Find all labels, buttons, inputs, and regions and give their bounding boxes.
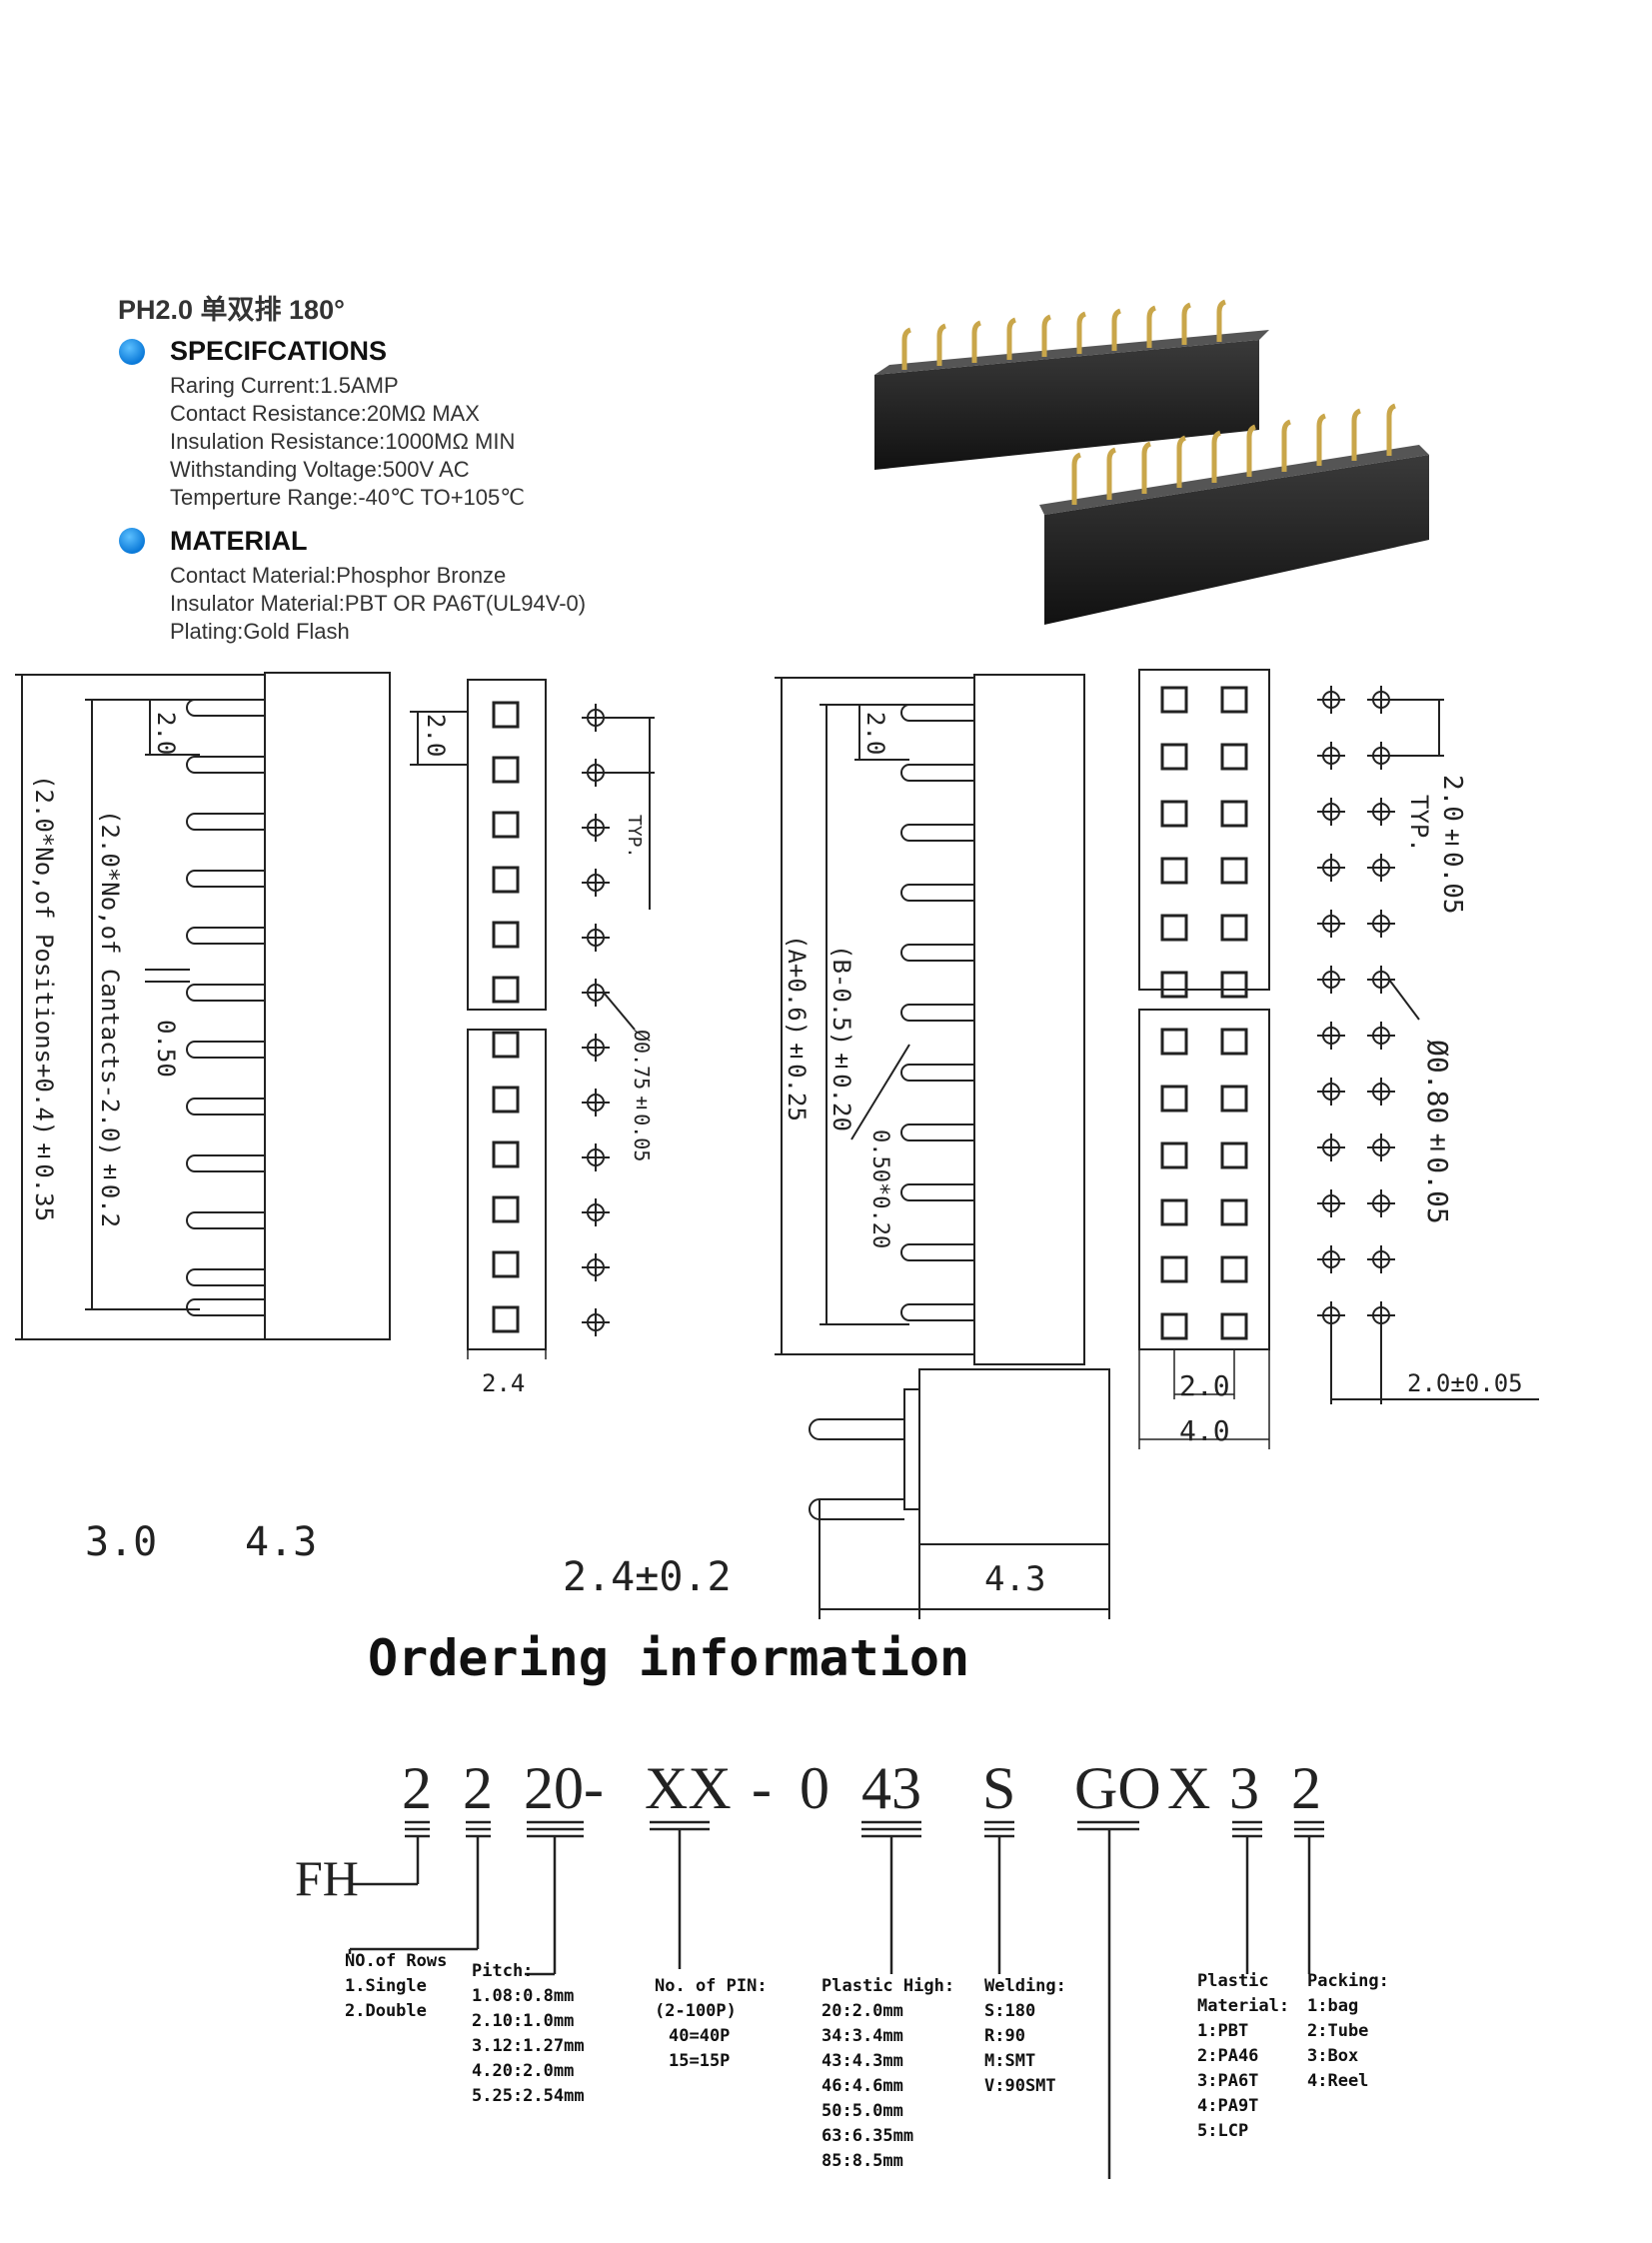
option-group-rows: NO.of Rows 1.Single 2.Double — [345, 1949, 447, 2024]
option-item: M:SMT — [984, 2051, 1036, 2071]
material-line: Insulator Material:PBT OR PA6T(UL94V-0) — [170, 591, 587, 616]
option-group-label: Welding: — [984, 1976, 1066, 1996]
code-part-material: 3 — [1229, 1755, 1259, 1821]
option-item: 63:6.35mm — [822, 2126, 914, 2146]
ordering-prefix: FH — [295, 1850, 359, 1906]
bullet-icon — [119, 339, 145, 365]
option-item: 1:bag — [1307, 1996, 1359, 2016]
page-title: PH2.0 单双排 180° — [118, 295, 345, 325]
single-dim-overall: (2.0*No,of Positions+0.4)±0.35 — [30, 775, 58, 1222]
option-item: V:90SMT — [984, 2076, 1056, 2096]
option-group-packing: Packing: 1:bag 2:Tube 3:Box 4:Reel — [1307, 1969, 1389, 2094]
option-item: 4:Reel — [1307, 2071, 1369, 2091]
specifications-heading: SPECIFCATIONS — [170, 336, 388, 366]
code-part-dash: - — [752, 1755, 772, 1821]
single-dim-pitch: 2.0 — [152, 712, 180, 756]
option-item: 85:8.5mm — [822, 2151, 903, 2171]
code-part-pitch: 2 — [463, 1755, 493, 1821]
code-part-height: 43 — [861, 1755, 921, 1821]
option-item: 40=40P — [669, 2026, 731, 2046]
option-item: 5.25:2.54mm — [472, 2086, 585, 2106]
code-part-plating: GO — [1074, 1755, 1161, 1821]
double-typ-label: TYP. — [1405, 795, 1433, 853]
option-item: 3.12:1.27mm — [472, 2036, 585, 2056]
ordering-leader-lines — [348, 1820, 1324, 2179]
option-group-pitch: Pitch: 1.08:0.8mm 2.10:1.0mm 3.12:1.27mm… — [472, 1959, 585, 2109]
option-item: 2:PA46 — [1197, 2046, 1259, 2066]
option-item: 3:PA6T — [1197, 2071, 1259, 2091]
spec-line: Insulation Resistance:1000MΩ MIN — [170, 429, 516, 454]
double-side-right-dim: 4.3 — [984, 1559, 1046, 1599]
product-photo — [874, 299, 1429, 625]
spec-line: Temperture Range:-40℃ TO+105℃ — [170, 485, 525, 510]
single-side-right-dim: 4.3 — [245, 1519, 318, 1565]
option-group-label: NO.of Rows — [345, 1951, 448, 1971]
double-side-left-dim: 2.4±0.2 — [563, 1554, 732, 1600]
code-part-rows: 2 — [402, 1755, 432, 1821]
material-line: Plating:Gold Flash — [170, 619, 350, 644]
single-row-drawing — [15, 672, 655, 1359]
option-item: 20:2.0mm — [822, 2001, 903, 2021]
code-part-packing: 2 — [1291, 1755, 1321, 1821]
code-part-pins: XX — [645, 1755, 732, 1821]
option-item: 2.Double — [345, 2001, 427, 2021]
option-group-label: Pitch: — [472, 1961, 534, 1981]
option-item: 1:PBT — [1197, 2021, 1249, 2041]
option-item: 43:4.3mm — [822, 2051, 903, 2071]
option-item: 2.10:1.0mm — [472, 2011, 575, 2031]
double-dim-pin: 0.50*0.20 — [867, 1129, 892, 1249]
option-item: R:90 — [984, 2026, 1025, 2046]
double-pitch-typ: 2.0±0.05 — [1437, 775, 1467, 915]
double-hole-dim: Ø0.80±0.05 — [1421, 1040, 1454, 1224]
option-group-height: Plastic High: 20:2.0mm 34:3.4mm 43:4.3mm… — [822, 1974, 954, 2174]
option-group-welding: Welding: S:180 R:90 M:SMT V:90SMT — [984, 1974, 1066, 2099]
single-dim-pin: 0.50 — [152, 1020, 180, 1078]
single-dim-contacts: (2.0*No,of Cantacts-2.0)±0.2 — [96, 810, 124, 1228]
code-part-series: 20- — [524, 1755, 604, 1821]
option-item: 3:Box — [1307, 2046, 1359, 2066]
single-dim-top-pitch: 2.0 — [422, 714, 450, 758]
code-part-welding: S — [982, 1755, 1016, 1821]
option-group-label: No. of PIN: — [655, 1976, 768, 1996]
option-item: 1.Single — [345, 1976, 427, 1996]
double-dim-contacts: (B-0.5)±0.20 — [827, 945, 855, 1131]
option-group-label: Plastic Material: — [1197, 1971, 1290, 2016]
spec-line: Contact Resistance:20MΩ MAX — [170, 401, 480, 426]
option-group-label: Packing: — [1307, 1971, 1389, 1991]
bullet-icon — [119, 528, 145, 554]
material-heading: MATERIAL — [170, 526, 308, 556]
single-typ-label: TYP. — [624, 815, 645, 859]
option-group-pins: No. of PIN: (2-100P) 40=40P 15=15P — [655, 1974, 768, 2074]
option-item: 46:4.6mm — [822, 2076, 903, 2096]
option-group-label: Plastic High: — [822, 1976, 955, 1996]
single-width-dim: 2.4 — [482, 1369, 526, 1397]
option-item: 34:3.4mm — [822, 2026, 903, 2046]
option-item: 5:LCP — [1197, 2121, 1249, 2141]
option-item: 15=15P — [669, 2051, 731, 2071]
double-hole-row-pitch: 2.0±0.05 — [1407, 1369, 1523, 1397]
option-item: 1.08:0.8mm — [472, 1986, 575, 2006]
double-dim-overall: (A+0.6)±0.25 — [783, 935, 811, 1122]
option-item: S:180 — [984, 2001, 1036, 2021]
option-item: 4:PA9T — [1197, 2096, 1259, 2116]
code-part-zero: 0 — [800, 1755, 829, 1821]
double-row-drawing — [775, 669, 1539, 1619]
double-width: 4.0 — [1179, 1414, 1230, 1447]
option-item: 50:5.0mm — [822, 2101, 903, 2121]
option-group-material: Plastic Material: 1:PBT 2:PA46 3:PA6T 4:… — [1197, 1969, 1297, 2144]
option-item: (2-100P) — [655, 2001, 737, 2021]
spec-line: Withstanding Voltage:500V AC — [170, 457, 470, 482]
single-hole-dim: Ø0.75±0.05 — [630, 1030, 654, 1162]
ordering-title: Ordering information — [368, 1629, 970, 1687]
double-dim-pitch: 2.0 — [861, 712, 889, 756]
spec-line: Raring Current:1.5AMP — [170, 373, 399, 398]
code-part-x: X — [1167, 1755, 1211, 1821]
option-item: 2:Tube — [1307, 2021, 1369, 2041]
option-item: 4.20:2.0mm — [472, 2061, 575, 2081]
material-line: Contact Material:Phosphor Bronze — [170, 563, 507, 588]
single-side-left-dim: 3.0 — [85, 1519, 158, 1565]
double-row-pitch: 2.0 — [1179, 1369, 1230, 1402]
